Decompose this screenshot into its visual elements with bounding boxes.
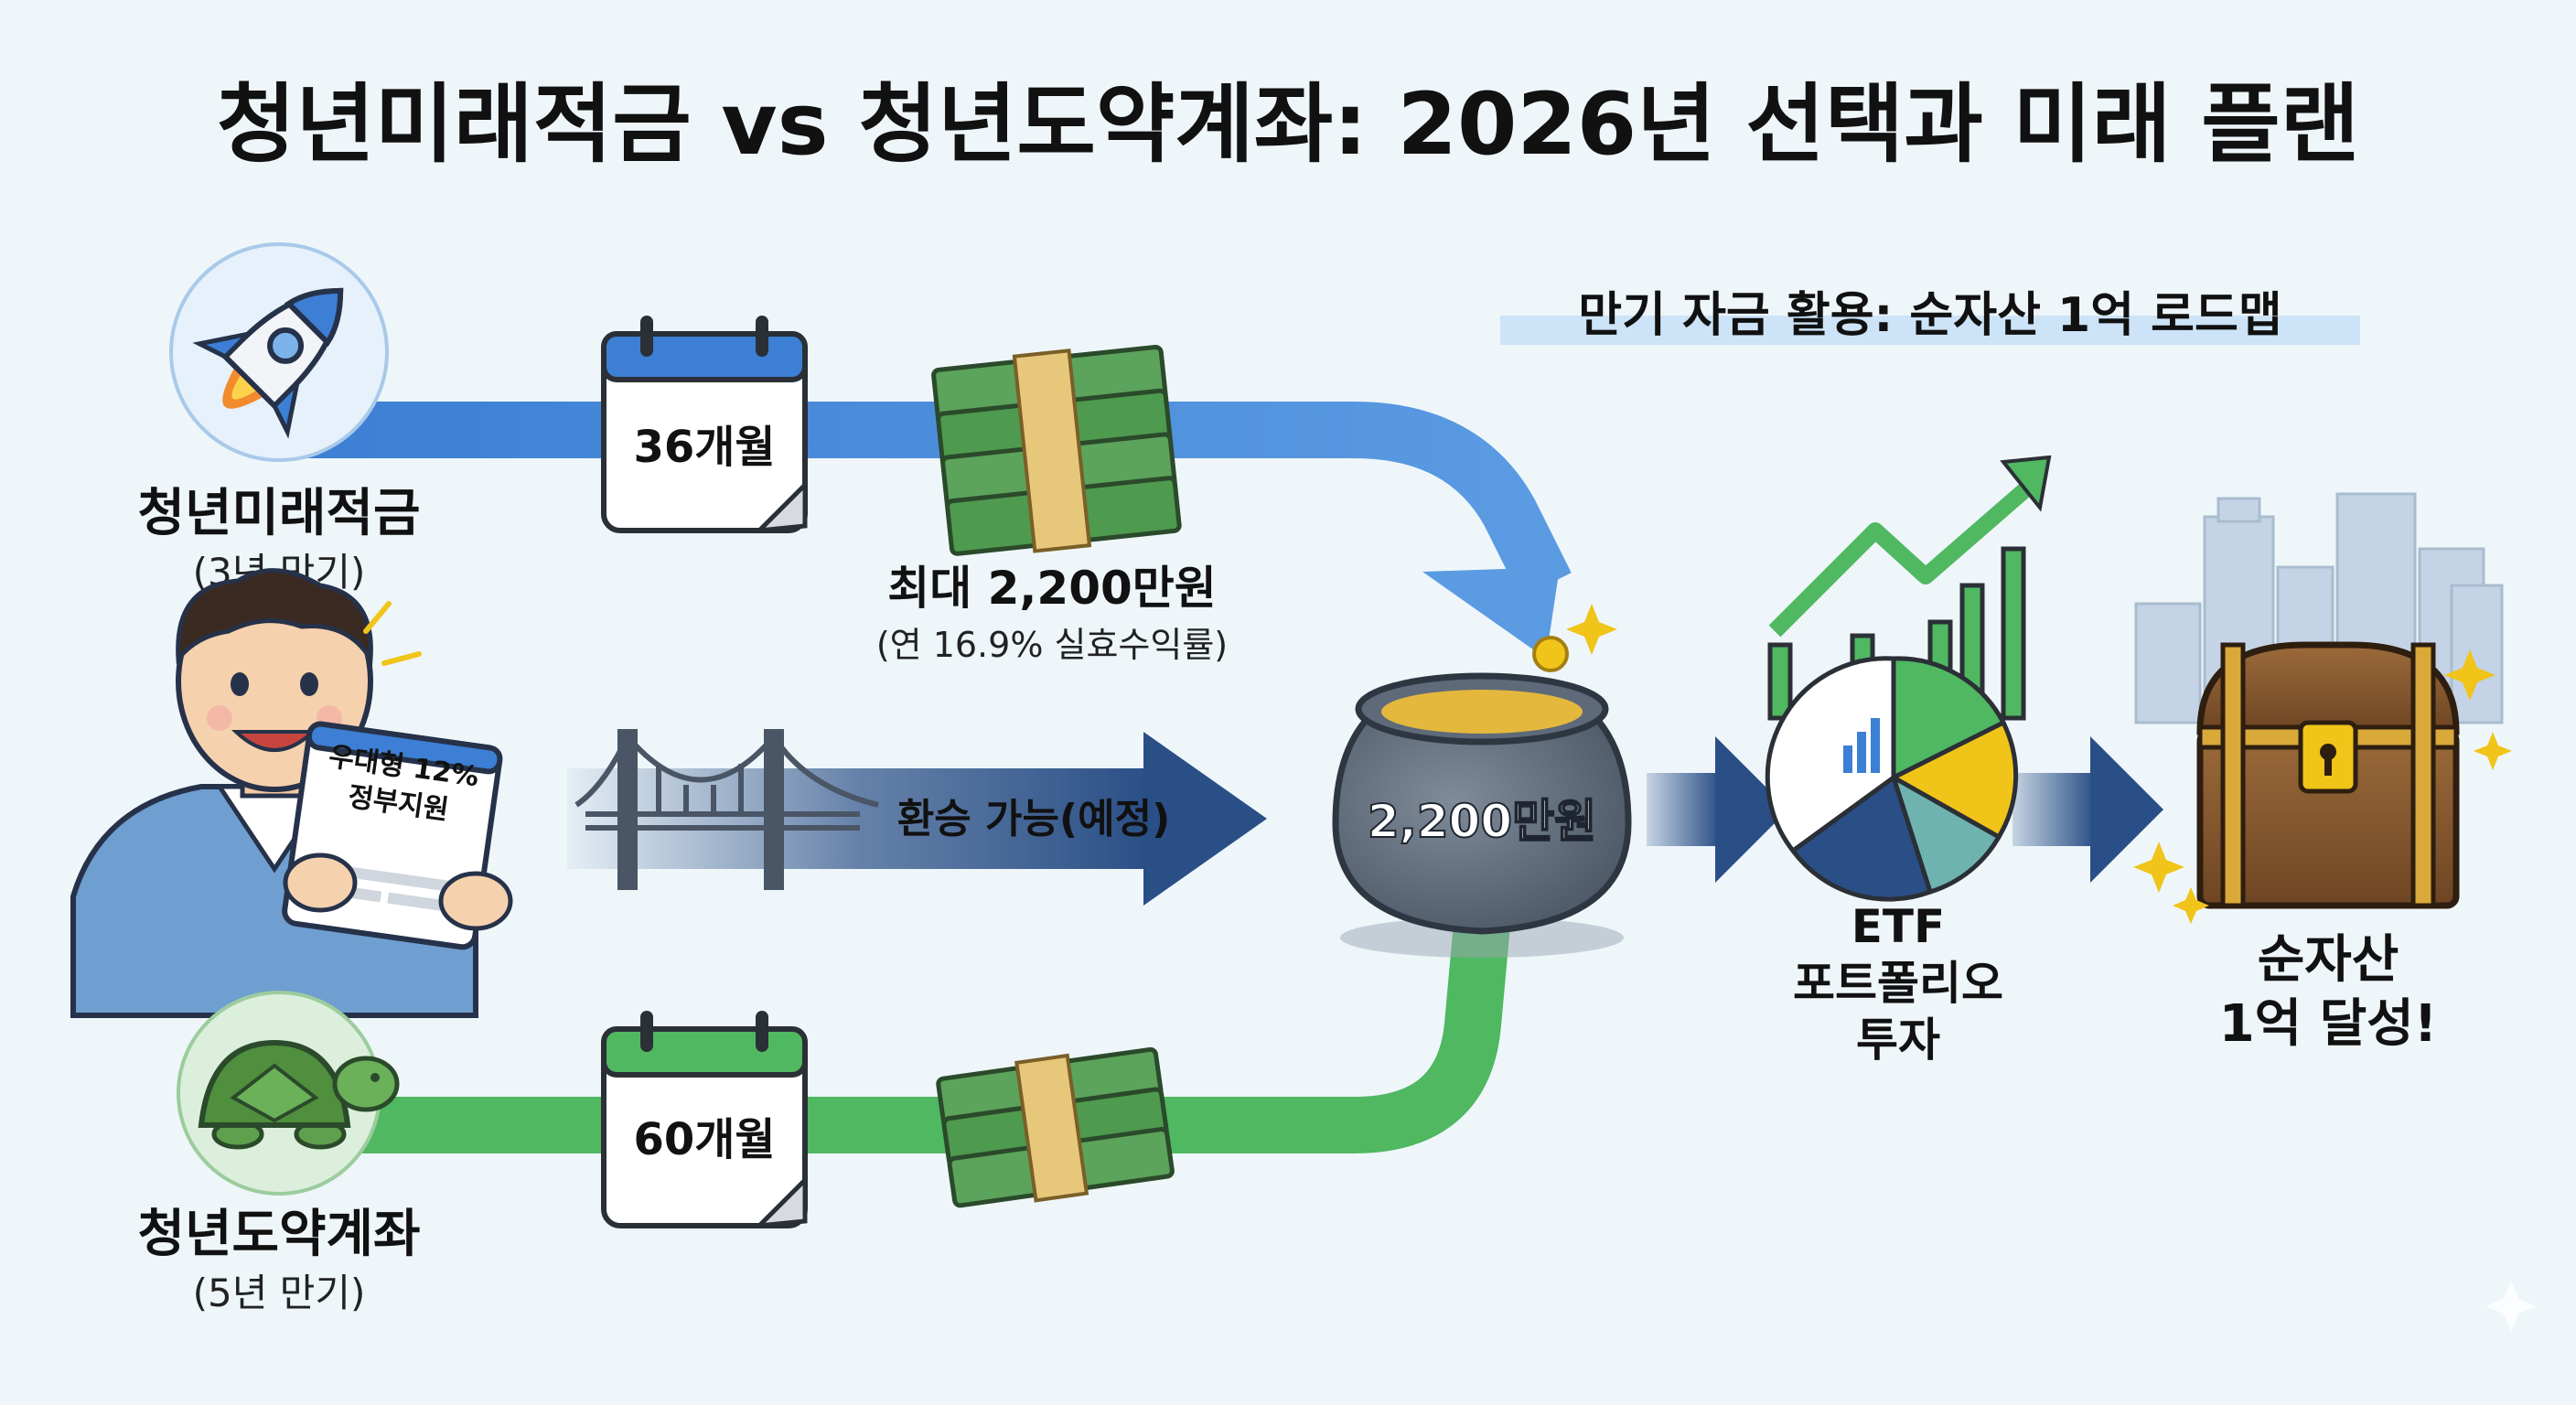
leap-account-name: 청년도약계좌: [137, 1205, 420, 1264]
green-flow-path: [329, 924, 1482, 1125]
leap-account-maturity: (5년 만기): [193, 1271, 366, 1315]
etf-to-chest-arrow-shaft: [2012, 773, 2095, 846]
future-savings-max-amount: 최대 2,200만원: [887, 562, 1217, 615]
etf-line1: ETF: [1852, 900, 1945, 953]
roadmap-heading: 만기 자금 활용: 순자산 1억 로드맵: [1578, 288, 2281, 343]
etf-line3: 투자: [1856, 1014, 1940, 1067]
page-title: 청년미래적금 vs 청년도약계좌: 2026년 선택과 미래 플랜: [217, 75, 2359, 175]
sparkle-watermark-icon: [2485, 1281, 2537, 1332]
pie-chart-icon: [1767, 659, 2015, 899]
pot-amount: 2,200만원: [1368, 795, 1596, 848]
rocket-icon: [171, 244, 387, 460]
money-stack-small-icon: [937, 1044, 1174, 1212]
pot-icon: [1336, 604, 1628, 958]
money-stack-icon: [932, 341, 1180, 560]
future-savings-duration: 36개월: [633, 422, 775, 473]
pot-to-etf-arrow-shaft: [1647, 773, 1720, 846]
goal-line1: 순자산: [2258, 930, 2399, 990]
goal-line2: 1억 달성!: [2219, 994, 2438, 1054]
future-savings-rate: (연 16.9% 실효수익률): [876, 625, 1228, 665]
turtle-icon: [178, 992, 397, 1194]
future-savings-name: 청년미래적금: [137, 484, 420, 543]
etf-line2: 포트폴리오: [1793, 957, 2003, 1010]
growth-line-icon: [1775, 485, 2031, 631]
leap-account-duration: 60개월: [633, 1114, 775, 1165]
transfer-label: 환승 가능(예정): [897, 796, 1170, 842]
